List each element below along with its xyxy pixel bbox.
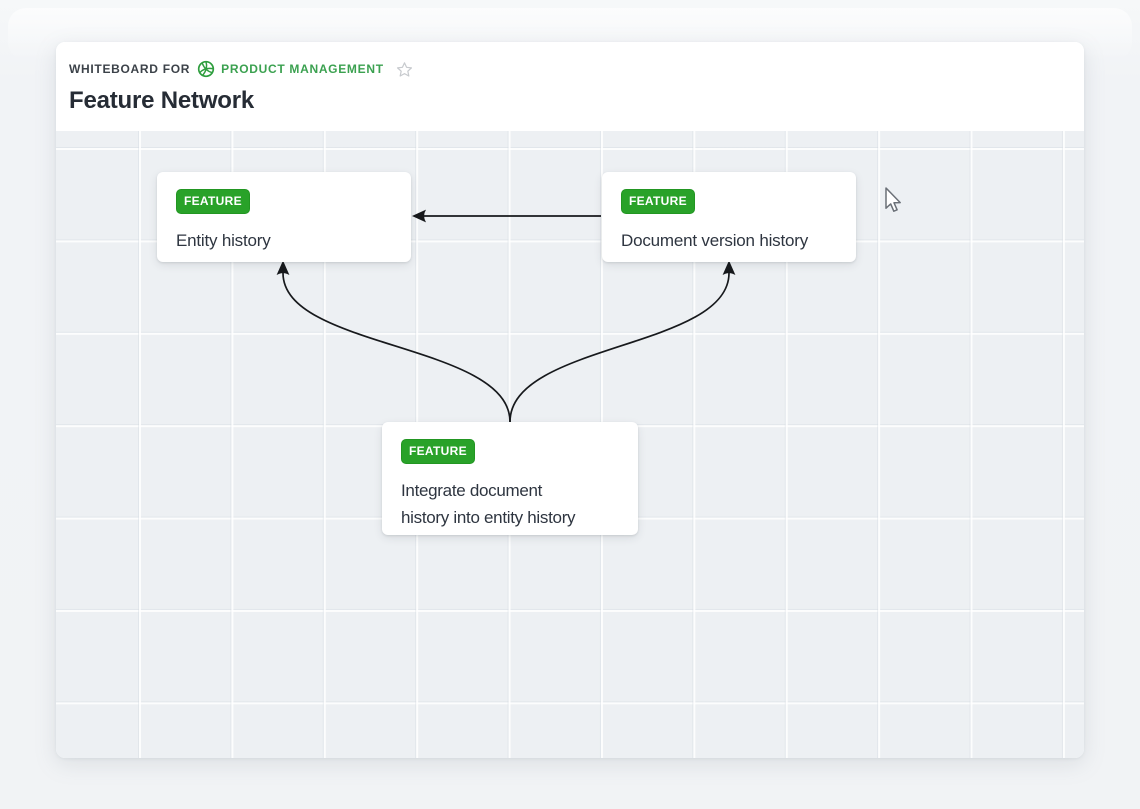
space-link[interactable]: PRODUCT MANAGEMENT (197, 60, 384, 78)
feature-card-entity-history[interactable]: FEATURE Entity history (157, 172, 411, 262)
whiteboard-canvas[interactable]: FEATURE Entity history FEATURE Document … (56, 131, 1084, 758)
space-name-label: PRODUCT MANAGEMENT (221, 62, 384, 76)
connection-integrate-to-document[interactable] (510, 261, 735, 423)
feature-badge: FEATURE (401, 439, 475, 464)
breadcrumb-prefix-label: WHITEBOARD FOR (69, 62, 190, 76)
feature-card-integrate-history[interactable]: FEATURE Integrate document history into … (382, 422, 638, 535)
feature-card-document-version-history[interactable]: FEATURE Document version history (602, 172, 856, 262)
star-icon (396, 61, 413, 78)
card-title: Integrate document history into entity h… (401, 477, 628, 531)
favorite-star-button[interactable] (396, 61, 413, 78)
card-title: Entity history (176, 227, 401, 254)
card-title-line: Integrate document (401, 477, 628, 504)
card-title-line: history into entity history (401, 504, 628, 531)
whiteboard-header: WHITEBOARD FOR PRODUCT MANAGEMENT (56, 42, 1084, 131)
whiteboard-panel: WHITEBOARD FOR PRODUCT MANAGEMENT (56, 42, 1084, 758)
card-title: Document version history (621, 227, 846, 254)
whiteboard-title[interactable]: Feature Network (69, 87, 1071, 115)
space-icon (197, 60, 215, 78)
mouse-cursor-icon (880, 185, 904, 222)
feature-badge: FEATURE (176, 189, 250, 214)
breadcrumb: WHITEBOARD FOR PRODUCT MANAGEMENT (69, 56, 1071, 78)
connection-document-to-entity[interactable] (412, 210, 601, 223)
connection-integrate-to-entity[interactable] (277, 261, 510, 423)
feature-badge: FEATURE (621, 189, 695, 214)
